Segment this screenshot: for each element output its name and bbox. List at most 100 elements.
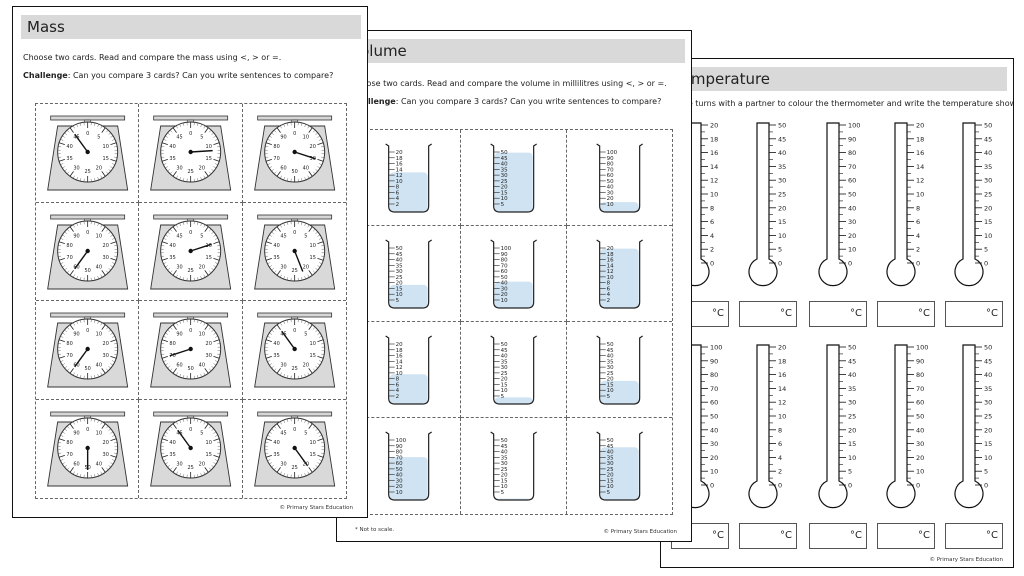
- thermometer-tick-label: 30: [778, 177, 786, 185]
- dial-major-tick: [276, 171, 281, 177]
- dial-pointer: [74, 133, 89, 153]
- temperature-answer-box[interactable]: °C: [809, 301, 867, 327]
- dial-major-tick: [59, 454, 65, 458]
- dial-minor-tick: [167, 132, 171, 135]
- thermometer-tick-label: 15: [984, 440, 992, 448]
- dial-major-tick: [59, 240, 65, 244]
- beaker-tick-label: 70: [501, 263, 508, 269]
- beaker-outline: [490, 143, 538, 213]
- beaker-tick-label: 50: [606, 438, 613, 444]
- beaker-tick-label: 90: [606, 156, 613, 162]
- thermometer-tick-label: 90: [710, 357, 718, 365]
- thermometer-tick-label: 18: [916, 135, 924, 143]
- temperature-answer-box[interactable]: °C: [739, 523, 797, 549]
- dial-minor-tick: [80, 319, 82, 323]
- dial-label: 10: [206, 440, 212, 446]
- beaker-tick-label: 30: [501, 173, 508, 179]
- beaker-tick-label: 100: [606, 150, 617, 156]
- dial-major-tick: [173, 324, 178, 330]
- dial-pointer: [74, 348, 89, 368]
- beaker-outline: [385, 143, 432, 213]
- dial-label: 35: [66, 156, 72, 162]
- dial-minor-tick: [267, 336, 270, 338]
- dial-minor-tick: [60, 163, 64, 165]
- temperature-answer-box[interactable]: °C: [809, 523, 867, 549]
- dial-minor-tick: [200, 275, 203, 279]
- dial-minor-tick: [215, 139, 219, 141]
- dial-minor-tick: [163, 261, 167, 264]
- beaker-tick-label: 45: [501, 156, 508, 162]
- temperature-answer-box[interactable]: °C: [945, 301, 1003, 327]
- dial-minor-tick: [318, 434, 322, 437]
- dial-major-tick: [162, 257, 169, 261]
- thermometer-tick-label: 20: [916, 454, 924, 462]
- dial-minor-tick: [213, 135, 217, 138]
- temperature-instruction: Take turns with a partner to colour the …: [675, 99, 1014, 108]
- thermometer-outline: [818, 122, 848, 287]
- dial-minor-tick: [300, 178, 302, 182]
- thermometer-tick-label: 8: [710, 204, 714, 212]
- dial-minor-tick: [108, 329, 111, 332]
- dial-minor-tick: [106, 270, 109, 273]
- dial-minor-tick: [165, 461, 169, 464]
- dial-minor-tick: [110, 264, 114, 267]
- dial-minor-tick: [76, 124, 78, 127]
- thermometer-tick-label: 2: [778, 468, 782, 476]
- scale-pan: [256, 115, 332, 121]
- dial-minor-tick: [94, 221, 96, 225]
- beaker-liquid: [494, 281, 533, 308]
- scale-pan: [50, 115, 126, 121]
- dial-label: 60: [280, 165, 286, 171]
- dial-minor-tick: [304, 222, 306, 226]
- temperature-answer-box[interactable]: °C: [877, 301, 935, 327]
- dial-minor-tick: [268, 332, 272, 335]
- thermometer-tick-label: 40: [984, 371, 992, 379]
- dial-major-tick: [162, 356, 169, 359]
- dial-minor-tick: [73, 471, 75, 474]
- beaker-tick-label: 25: [396, 275, 403, 281]
- dial-minor-tick: [106, 129, 109, 133]
- dial-label: 35: [273, 254, 279, 260]
- temperature-answer-box[interactable]: °C: [739, 301, 797, 327]
- dial-pivot: [292, 346, 297, 352]
- dial-minor-tick: [176, 125, 179, 129]
- temperature-answer-box[interactable]: °C: [877, 523, 935, 549]
- dial-minor-tick: [163, 163, 167, 165]
- dial-minor-tick: [64, 231, 67, 234]
- dial-label: 40: [96, 362, 102, 368]
- temperature-answer-box[interactable]: °C: [945, 523, 1003, 549]
- dial-major-tick: [110, 257, 117, 261]
- dial-major-tick: [162, 437, 169, 441]
- thermometer-tick-label: 10: [848, 454, 856, 462]
- dial-minor-tick: [271, 169, 274, 172]
- thermometer-tick-label: 4: [710, 232, 714, 240]
- dial-minor-tick: [114, 441, 118, 443]
